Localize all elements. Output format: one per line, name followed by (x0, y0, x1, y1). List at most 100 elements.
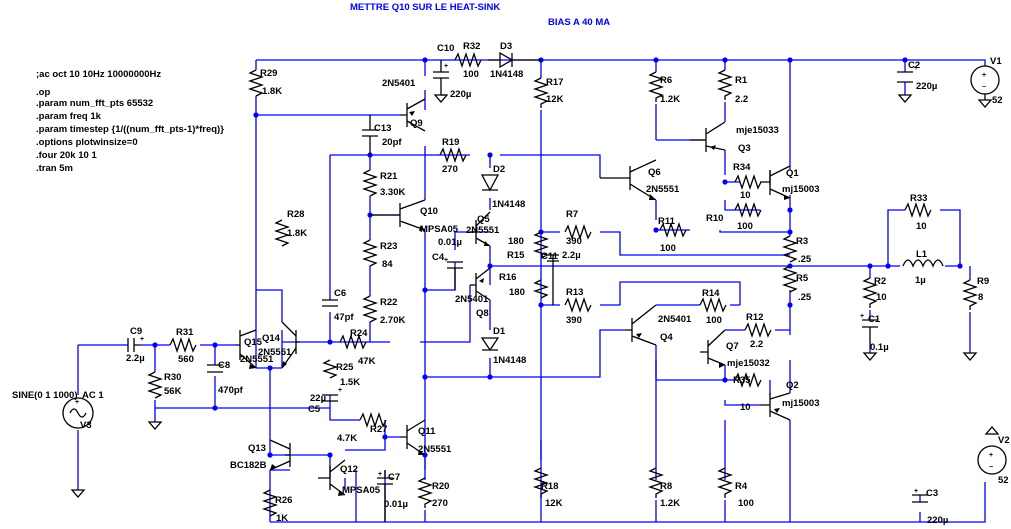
label-R21: R21 (380, 171, 398, 182)
label-R18: R18 (541, 481, 558, 492)
transistor-Q7 (700, 329, 726, 368)
ground-symbol (433, 94, 449, 103)
label-R17: R17 (546, 77, 563, 88)
value-R22: 2.70K (380, 315, 405, 326)
label-C8: C8 (218, 360, 230, 371)
ground-symbol (862, 352, 878, 361)
directive-line: .tran 5m (36, 163, 73, 174)
label-R25: R25 (336, 362, 354, 373)
label-C13: C13 (374, 123, 391, 134)
label-R31: R31 (176, 327, 194, 338)
model-Q4: 2N5401 (658, 314, 692, 325)
resistor-R6 (647, 71, 665, 102)
label-Q6: Q6 (648, 167, 661, 178)
transistor-Q2 (760, 392, 791, 421)
spice-directives: ;ac oct 10 10Hz 10000000Hz .op .param nu… (36, 69, 224, 174)
resistor-R4 (716, 467, 734, 498)
diode-D2 (480, 174, 500, 192)
label-C10: C10 (437, 43, 454, 54)
value-C13: 20pf (382, 137, 402, 148)
value-R17: 12K (546, 94, 564, 105)
resistor-R29 (247, 69, 265, 97)
directive-line: ;ac oct 10 10Hz 10000000Hz (36, 69, 161, 80)
resistor-R14 (699, 296, 727, 314)
transistor-Q15 (235, 329, 257, 369)
label-C2: C2 (908, 60, 920, 71)
label-Q12: Q12 (340, 464, 358, 475)
resistor-R30 (146, 371, 164, 399)
value-R16: 180 (509, 287, 525, 298)
value-R30: 56K (164, 386, 182, 397)
value-D3: 1N4148 (490, 69, 523, 80)
label-Q4: Q4 (660, 332, 673, 343)
label-R14: R14 (702, 288, 720, 299)
model-Q6: 2N5551 (646, 184, 680, 195)
label-R9: R9 (977, 276, 989, 287)
label-C1: C1 (868, 314, 881, 325)
label-R33: R33 (910, 193, 927, 204)
transistors (235, 98, 791, 496)
model-Q8: 2N5401 (455, 294, 489, 305)
svg-text:+: + (75, 399, 79, 406)
svg-text:−: − (989, 464, 993, 471)
value-R10: 100 (737, 221, 753, 232)
model-Q5: 2N5551 (466, 225, 500, 236)
value-C9: 2.2µ (126, 353, 145, 364)
resistor-R12 (744, 321, 772, 339)
value-C5: 22µ (310, 393, 326, 404)
value-C4: 0.01µ (438, 237, 462, 248)
resistor-R17 (532, 77, 550, 108)
capacitor-C7: + (377, 470, 393, 522)
resistor-R8 (647, 467, 665, 498)
value-R24: 47K (358, 356, 376, 367)
label-R1: R1 (735, 75, 748, 86)
transistor-Q11 (400, 419, 426, 456)
resistor-R11 (659, 221, 687, 239)
label-R29: R29 (260, 68, 277, 79)
wires (77, 59, 986, 523)
label-R6: R6 (660, 75, 672, 86)
value-R5: .25 (798, 292, 812, 303)
capacitor-C13 (362, 115, 378, 155)
label-R16: R16 (499, 272, 516, 283)
model-Q3: mje15033 (736, 125, 779, 136)
label-R20: R20 (432, 481, 449, 492)
label-Q1: Q1 (786, 168, 799, 179)
sources: +− +− + (62, 65, 1007, 475)
capacitor-C10: + (433, 60, 449, 96)
label-D2: D2 (493, 164, 505, 175)
label-R8: R8 (660, 481, 672, 492)
label-R23: R23 (380, 241, 397, 252)
value-R4: 100 (738, 498, 754, 509)
value-R8: 1.2K (660, 498, 680, 509)
value-R21: 3.30K (380, 187, 405, 198)
label-L1: L1 (916, 249, 928, 260)
label-Q13: Q13 (248, 443, 266, 454)
label-R28: R28 (287, 209, 304, 220)
capacitor-C1: + (860, 313, 878, 345)
model-Q15: 2N5551 (240, 354, 274, 365)
transistor-Q13 (269, 439, 291, 471)
value-R29: 1.8K (262, 86, 282, 97)
resistor-R22 (361, 295, 379, 323)
ground-symbol (897, 94, 913, 103)
resistor-R33 (904, 201, 932, 219)
label-C3: C3 (926, 488, 938, 499)
capacitors: + + + + + + + + (127, 60, 928, 522)
model-Q2: mj15003 (782, 398, 820, 409)
value-R1: 2.2 (735, 94, 748, 105)
resistor-R13 (564, 296, 592, 314)
label-R3: R3 (796, 236, 808, 247)
ground-symbol (977, 99, 993, 108)
diode-D3 (488, 51, 541, 69)
value-R2: 10 (876, 292, 887, 303)
value-R19: 270 (442, 164, 458, 175)
model-Q14: 2N5551 (258, 347, 292, 358)
capacitor-C3: + (912, 488, 928, 503)
label-R30: R30 (164, 372, 181, 383)
value-V3: SINE(0 1 1000) (12, 390, 77, 401)
label-R19: R19 (442, 137, 459, 148)
diodes (480, 51, 541, 352)
transistor-Q14 (281, 321, 300, 369)
